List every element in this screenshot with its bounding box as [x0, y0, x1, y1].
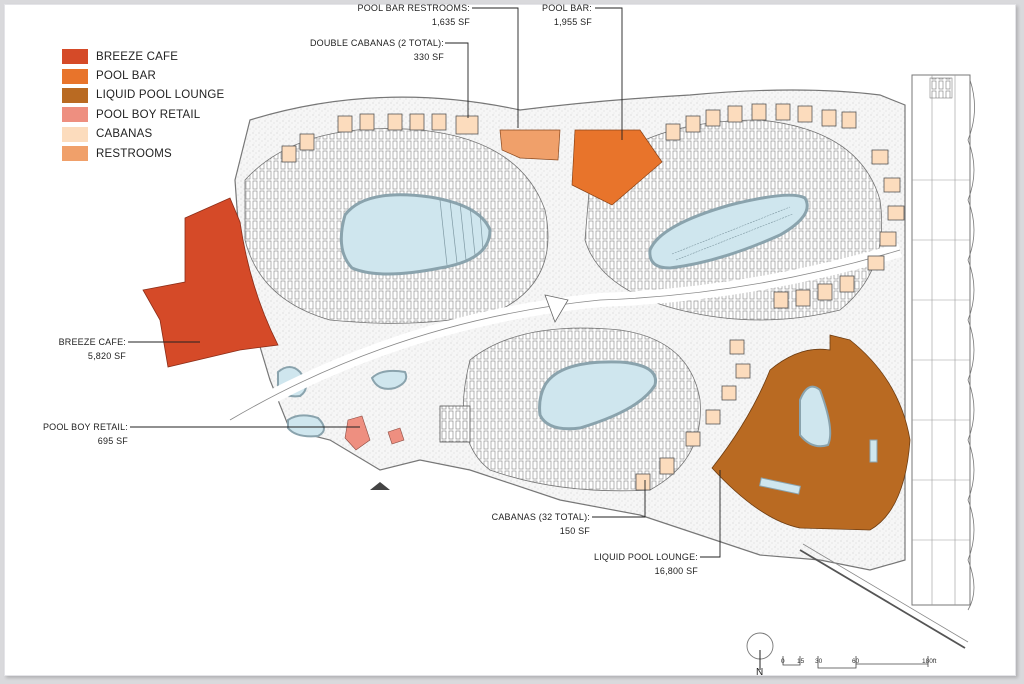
legend-item-breeze-cafe: BREEZE CAFE [62, 47, 224, 66]
breeze-cafe-area [142, 197, 279, 368]
scale-tick-30: 30 [815, 658, 823, 665]
legend: BREEZE CAFE POOL BAR LIQUID POOL LOUNGE … [62, 47, 224, 163]
pool-lounge-water [799, 385, 832, 448]
legend-item-cabanas: CABANAS [62, 125, 224, 144]
legend-item-pool-bar: POOL BAR [62, 66, 224, 85]
swatch-restrooms [62, 146, 88, 162]
swatch-breeze-cafe [62, 49, 88, 65]
callout-title: BREEZE CAFE: [58, 337, 126, 347]
callout-area: 330 SF [413, 52, 444, 62]
legend-label: CABANAS [96, 128, 153, 141]
callout-pool-boy-retail: POOL BOY RETAIL: 695 SF [43, 420, 128, 448]
pool-small-3 [287, 414, 325, 438]
legend-label: LIQUID POOL LOUNGE [96, 89, 225, 102]
legend-label: POOL BAR [96, 70, 156, 83]
service-building [911, 74, 971, 606]
callout-area: 5,820 SF [87, 351, 126, 361]
legend-item-pool-boy-retail: POOL BOY RETAIL [62, 105, 224, 124]
legend-label: BREEZE CAFE [96, 50, 179, 63]
callout-double-cabanas: DOUBLE CABANAS (2 TOTAL): 330 SF [310, 36, 444, 64]
callout-cabanas: CABANAS (32 TOTAL): 150 SF [492, 510, 590, 538]
callout-pool-bar: POOL BAR: 1,955 SF [542, 1, 592, 29]
callout-area: 1,955 SF [553, 17, 592, 27]
callout-title: LIQUID POOL LOUNGE: [594, 552, 698, 562]
legend-item-liquid-pool-lounge: LIQUID POOL LOUNGE [62, 86, 224, 105]
pool-boy-retail-area [344, 415, 371, 451]
cabanas [281, 103, 905, 491]
pool-lower-center [538, 360, 658, 431]
callout-title: POOL BOY RETAIL: [42, 422, 128, 432]
pool-small-2 [370, 369, 408, 390]
pool-upper-left [339, 193, 492, 276]
callout-liquid-pool-lounge: LIQUID POOL LOUNGE: 16,800 SF [594, 550, 698, 578]
north-arrow-icon [746, 632, 774, 670]
scale-bar [782, 656, 929, 669]
callout-pool-bar-restrooms: POOL BAR RESTROOMS: 1,635 SF [358, 1, 471, 29]
pool-bar-area [571, 129, 663, 206]
callout-title: CABANAS (32 TOTAL): [491, 512, 590, 522]
scale-tick-60: 60 [852, 658, 860, 665]
swatch-liquid-pool-lounge [62, 87, 88, 103]
entrance-arrow-icon [370, 482, 390, 490]
callout-title: POOL BAR: [542, 3, 592, 13]
callout-title: DOUBLE CABANAS (2 TOTAL): [309, 38, 444, 48]
scale-tick-180: 180ft [922, 658, 937, 665]
legend-item-restrooms: RESTROOMS [62, 144, 224, 163]
scale-tick-15: 15 [797, 658, 805, 665]
swatch-pool-boy-retail [62, 107, 88, 123]
callout-area: 16,800 SF [654, 566, 698, 576]
legend-label: POOL BOY RETAIL [96, 108, 201, 121]
legend-label: RESTROOMS [96, 147, 172, 160]
callout-area: 695 SF [97, 436, 128, 446]
north-label: N [756, 667, 764, 678]
scale-tick-0: 0 [781, 658, 785, 665]
swatch-cabanas [62, 126, 88, 142]
callout-area: 150 SF [559, 526, 590, 536]
callout-breeze-cafe: BREEZE CAFE: 5,820 SF [59, 335, 126, 363]
callout-area: 1,635 SF [431, 17, 470, 27]
swatch-pool-bar [62, 68, 88, 84]
callout-title: POOL BAR RESTROOMS: [357, 3, 470, 13]
pool-bar-restrooms-area [499, 129, 561, 161]
